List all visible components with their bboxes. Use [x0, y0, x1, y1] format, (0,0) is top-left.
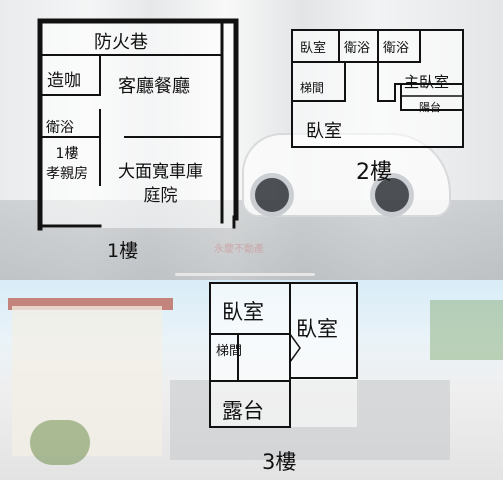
- floor2-balcony-label: 陽台: [419, 101, 441, 114]
- floor1-title: 1樓: [107, 240, 139, 262]
- floor3-walls: [209, 282, 358, 428]
- floor3-bedroom-a-label: 臥室: [222, 300, 264, 324]
- floor3-terrace-label: 露台: [222, 399, 264, 423]
- floor2-master-label: 主臥室: [404, 73, 450, 91]
- floor2-bedroom-b-label: 臥室: [306, 121, 342, 142]
- floor3-bedroom-b-label: 臥室: [296, 317, 338, 341]
- floor2-stairs-label: 梯間: [300, 81, 325, 95]
- floor1-living-dining-label: 客廳餐廳: [118, 76, 190, 97]
- floor2-walls: [291, 29, 464, 148]
- floor2-bath-b-label: 衛浴: [383, 41, 410, 56]
- floor2-bedroom-a-label: 臥室: [300, 41, 327, 56]
- floor3-title: 3樓: [262, 450, 297, 474]
- photo-divider: [175, 273, 315, 276]
- floor2-bath-a-label: 衛浴: [344, 41, 371, 56]
- floor1-garage-yard-label: 大面寬車庫 庭院: [118, 162, 203, 206]
- car-wheel-rear: [370, 173, 414, 217]
- car-photo: [242, 133, 451, 217]
- tree-photo: [30, 420, 90, 465]
- floor1-walls: [37, 18, 239, 231]
- floor1-bath-label: 衛浴: [46, 120, 74, 136]
- floor2-title: 2樓: [356, 160, 392, 185]
- watermark-logo: 永慶不動產: [214, 244, 264, 255]
- neighbor-building: [430, 300, 503, 360]
- floor1-parent-room-label: 1樓 孝親房: [46, 146, 88, 182]
- car-wheel-front: [250, 173, 294, 217]
- floor1-wetbar-label: 造咖: [47, 71, 81, 91]
- floor3-stairs-label: 梯間: [216, 344, 243, 359]
- floor1-fire-lane-label: 防火巷: [94, 32, 148, 53]
